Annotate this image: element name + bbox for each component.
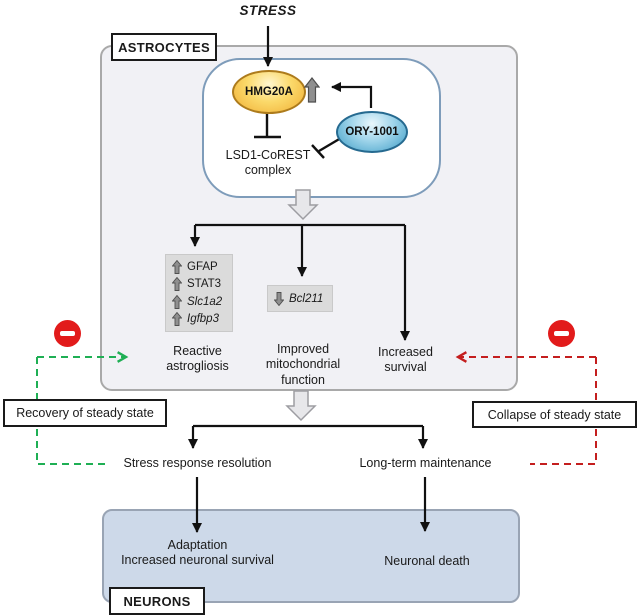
up-arrow-icon: [172, 294, 182, 309]
down-arrow-icon: [274, 291, 284, 306]
collapse-steady-state-box: Collapse of steady state: [472, 401, 637, 428]
up-arrow-icon: [304, 77, 320, 103]
adaptation-survival-label: Adaptation Increased neuronal survival: [121, 538, 274, 568]
hmg20a-node: HMG20A: [232, 70, 306, 114]
outcome-reactive-astrogliosis: Reactive astrogliosis: [166, 344, 229, 374]
upregulated-genes-box: GFAP STAT3 Slc1a2 Igfbp3: [165, 254, 233, 332]
recovery-steady-state-box: Recovery of steady state: [3, 399, 167, 427]
neuronal-death-label: Neuronal death: [384, 554, 470, 568]
outcome-mitochondrial-function: Improved mitochondrial function: [265, 342, 341, 387]
gene-row: Bcl211: [274, 291, 332, 306]
up-arrow-icon: [172, 260, 182, 275]
neurons-region-label: NEURONS: [109, 587, 205, 615]
stress-label: STRESS: [239, 3, 297, 18]
gene-label: Bcl211: [289, 292, 324, 305]
gene-row: Igfbp3: [172, 311, 232, 326]
no-entry-icon: [54, 320, 81, 347]
stress-response-resolution-label: Stress response resolution: [123, 456, 272, 470]
ory1001-node: ORY-1001: [336, 111, 408, 153]
gene-label: STAT3: [187, 278, 222, 291]
gene-row: STAT3: [172, 277, 232, 292]
flow-arrow-icon: [285, 390, 317, 422]
gene-label: Igfbp3: [187, 312, 219, 325]
lsd1-corest-label: LSD1-CoREST complex: [225, 148, 311, 178]
gene-label: GFAP: [187, 261, 218, 274]
outcome-increased-survival: Increased survival: [378, 345, 433, 375]
no-entry-icon: [548, 320, 575, 347]
gene-label: Slc1a2: [187, 295, 223, 308]
gene-row: Slc1a2: [172, 294, 232, 309]
gene-row: GFAP: [172, 260, 232, 275]
long-term-maintenance-label: Long-term maintenance: [359, 456, 492, 470]
branch-connector-bottom: [188, 424, 428, 449]
astrocytes-region-label: ASTROCYTES: [111, 33, 217, 61]
up-arrow-icon: [172, 311, 182, 326]
downregulated-gene-box: Bcl211: [267, 285, 333, 312]
up-arrow-icon: [172, 277, 182, 292]
